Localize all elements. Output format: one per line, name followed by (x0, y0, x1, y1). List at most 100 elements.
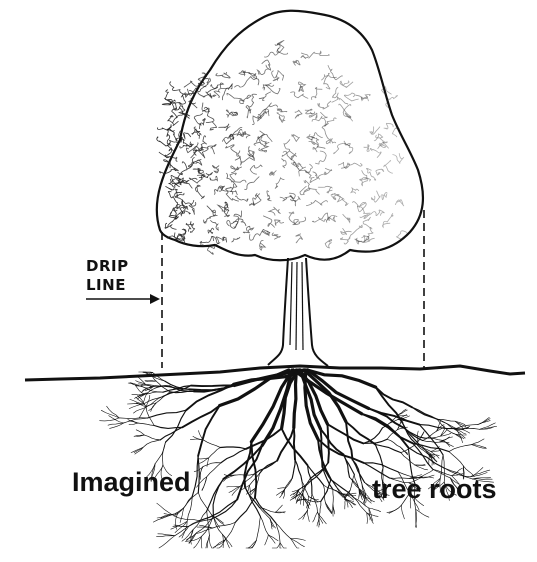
root-branch (299, 510, 308, 519)
caption-tree-roots: tree roots (372, 474, 497, 505)
root-branch (328, 424, 364, 443)
root-branch (190, 439, 203, 440)
root-branch (201, 537, 202, 548)
root-branch (194, 537, 202, 548)
root-branch (472, 439, 485, 445)
tree-trunk (268, 258, 328, 366)
foliage-scribble (173, 95, 185, 104)
root-branch (423, 441, 440, 443)
root-branch (295, 460, 302, 482)
root-branch (285, 478, 293, 489)
root-branch (292, 460, 295, 479)
root-branch (192, 456, 198, 496)
root-branch (376, 387, 413, 407)
root-branch (318, 439, 364, 463)
root-branch (387, 505, 402, 513)
root-branch (449, 445, 472, 452)
root-branch (131, 447, 143, 452)
root-branch (207, 458, 209, 467)
root-branch (221, 449, 246, 463)
root-branch (163, 442, 166, 465)
root-branch (472, 445, 487, 449)
root-branch (215, 540, 226, 548)
root-branch (158, 534, 175, 536)
root-branch (275, 505, 282, 512)
drip-label-line2: LINE (86, 276, 129, 295)
root-branch (401, 505, 404, 519)
caption-imagined: Imagined (72, 467, 191, 498)
root-branch (136, 430, 144, 435)
root-branch (268, 535, 275, 544)
root-branch (268, 535, 278, 541)
root-branch (191, 385, 234, 386)
root-branch (203, 440, 220, 448)
root-branch (260, 517, 268, 535)
root-branch (313, 512, 318, 522)
root-branch (220, 370, 289, 406)
root-branch (199, 500, 237, 521)
root-branch (199, 431, 204, 440)
root-branch (312, 494, 318, 513)
root-branch (202, 477, 207, 491)
root-branch (366, 494, 367, 503)
root-branch (389, 505, 401, 513)
root-branch (480, 423, 496, 429)
root-branch (138, 423, 154, 425)
root-branch (144, 435, 160, 440)
root-branch (157, 503, 172, 515)
drip-line-label: DRIP LINE (86, 257, 129, 295)
root-branch (416, 509, 429, 517)
root-branch (143, 440, 160, 447)
root-branch (280, 543, 286, 548)
root-branch (198, 456, 199, 493)
root-branch (346, 422, 375, 445)
root-branch (160, 427, 182, 440)
root-branch (129, 423, 138, 424)
root-branch (425, 438, 442, 440)
root-branch (157, 536, 175, 537)
root-branch (107, 406, 120, 418)
root-branch (159, 536, 175, 548)
root-branch (171, 521, 187, 529)
root-branch (209, 535, 214, 548)
root-branch (363, 439, 387, 443)
root-branch (308, 510, 310, 521)
root-branch (148, 410, 187, 418)
root-branch (319, 501, 321, 516)
root-branch (369, 508, 381, 512)
drip-line-arrow (86, 294, 160, 304)
root-branch (256, 517, 260, 541)
root-branch (321, 429, 323, 467)
root-branch (278, 488, 286, 489)
root-branch (229, 487, 240, 493)
root-branch (441, 429, 445, 437)
root-branch (291, 539, 299, 549)
root-branch (345, 500, 346, 509)
root-branch (235, 497, 255, 522)
root-branch (155, 442, 165, 464)
root-branch (272, 543, 280, 548)
root-branch (265, 535, 269, 545)
root-branch (367, 513, 368, 524)
root-branch (364, 463, 399, 472)
root-branch (363, 428, 382, 444)
root-branch (415, 465, 425, 466)
tree-roots (100, 370, 497, 548)
root-branch (442, 440, 449, 446)
foliage-scribble (170, 82, 186, 98)
root-branch (207, 463, 221, 477)
root-branch (156, 392, 170, 403)
root-branch (209, 448, 221, 458)
root-branch (249, 485, 250, 494)
drip-label-line1: DRIP (86, 257, 129, 276)
root-branch (359, 489, 360, 499)
root-branch (455, 429, 466, 438)
root-branch (255, 497, 276, 523)
root-branch (203, 463, 221, 467)
root-branch (220, 447, 246, 449)
root-branch (213, 479, 223, 514)
root-branch (449, 452, 464, 467)
root-branch (133, 407, 146, 413)
root-branch (294, 428, 295, 460)
root-branch (128, 383, 143, 387)
